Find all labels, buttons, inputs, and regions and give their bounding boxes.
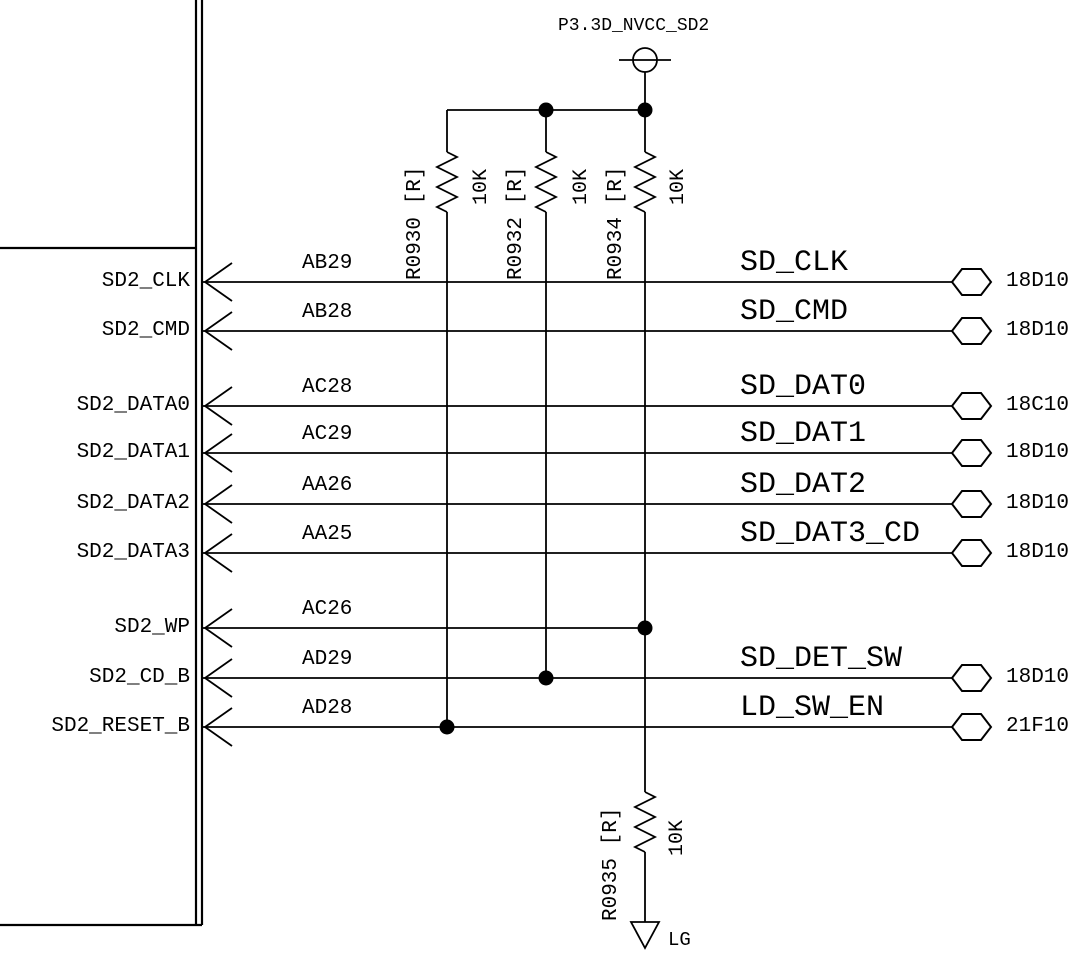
- off-page-connector-icon: [950, 490, 993, 518]
- resistor-label-r0930: R0930 [R]: [404, 166, 427, 280]
- pullup-columns: [446, 212, 646, 922]
- pin-number-aa26: AA26: [302, 474, 353, 497]
- net-name-sd-det-sw: SD_DET_SW: [740, 642, 903, 676]
- off-page-ref: 18D10: [1006, 319, 1070, 342]
- junction-dot: [439, 719, 455, 735]
- input-pin-arrows: [203, 262, 233, 747]
- input-pin-arrow-icon: [203, 311, 233, 351]
- input-pin-arrow-icon: [203, 262, 233, 302]
- input-pin-arrow-icon: [203, 484, 233, 524]
- off-page-connector-icon: [950, 439, 993, 467]
- input-pin-arrow-icon: [203, 433, 233, 473]
- signal-wires: [202, 281, 952, 728]
- pin-number-ad28: AD28: [302, 697, 353, 720]
- resistor-value-r0935: 10K: [666, 819, 689, 856]
- off-page-ref: 18C10: [1006, 394, 1070, 417]
- power-net-label: P3.3D_NVCC_SD2: [558, 16, 710, 36]
- resistor-r0932-symbol: [533, 151, 559, 213]
- pin-number-ab29: AB29: [302, 252, 353, 275]
- net-name-sd-clk: SD_CLK: [740, 246, 849, 280]
- type-code: [R]: [605, 166, 628, 205]
- off-page-ref: 18D10: [1006, 441, 1070, 464]
- ground-net-label: LG: [668, 929, 691, 951]
- type-code: [R]: [505, 166, 528, 205]
- pin-name-sd2-cd-b: SD2_CD_B: [89, 666, 190, 689]
- pin-name-sd2-clk: SD2_CLK: [101, 270, 190, 293]
- type-code: [R]: [600, 807, 623, 846]
- pin-number-ac26: AC26: [302, 598, 353, 621]
- resistor-value-r0932: 10K: [570, 168, 593, 205]
- pin-name-sd2-cmd: SD2_CMD: [101, 319, 190, 342]
- resistor-label-r0932: R0932 [R]: [505, 166, 528, 280]
- off-page-connector-icon: [950, 664, 993, 692]
- net-name-sd-dat0: SD_DAT0: [740, 370, 867, 404]
- resistor-r0934-symbol: [632, 151, 658, 213]
- power-tap-icon: [619, 47, 671, 110]
- off-page-ref: 18D10: [1006, 541, 1070, 564]
- ground-symbol: [629, 921, 661, 950]
- pin-name-sd2-reset-b: SD2_RESET_B: [51, 715, 190, 738]
- pin-number-ac28: AC28: [302, 376, 353, 399]
- junction-dot: [538, 670, 554, 686]
- junction-dots: [439, 102, 653, 735]
- off-page-ref: 18D10: [1006, 492, 1070, 515]
- junction-dot: [637, 102, 653, 118]
- off-page-connector-icon: [950, 713, 993, 741]
- net-name-sd-dat1: SD_DAT1: [740, 417, 867, 451]
- net-name-sd-dat2: SD_DAT2: [740, 468, 867, 502]
- off-page-ref: 18D10: [1006, 270, 1070, 293]
- resistor-value-r0934: 10K: [667, 168, 690, 205]
- input-pin-arrow-icon: [203, 658, 233, 698]
- input-pin-arrow-icon: [203, 707, 233, 747]
- pin-name-sd2-data2: SD2_DATA2: [76, 492, 190, 515]
- net-name-ld-sw-en: LD_SW_EN: [740, 691, 885, 725]
- off-page-connector-icon: [950, 268, 993, 296]
- off-page-connector-icon: [950, 539, 993, 567]
- refdes: R0934: [605, 216, 628, 280]
- input-pin-arrow-icon: [203, 386, 233, 426]
- pin-name-sd2-data3: SD2_DATA3: [76, 541, 190, 564]
- refdes: R0930: [404, 216, 427, 280]
- input-pin-arrow-icon: [203, 533, 233, 573]
- pin-number-ab28: AB28: [302, 301, 353, 324]
- resistor-r0935-symbol: [632, 791, 658, 853]
- net-name-sd-dat3-cd: SD_DAT3_CD: [740, 517, 921, 551]
- pin-number-aa25: AA25: [302, 523, 353, 546]
- pin-name-sd2-wp: SD2_WP: [114, 616, 190, 639]
- pin-number-ac29: AC29: [302, 423, 353, 446]
- off-page-connector-icon: [950, 317, 993, 345]
- refdes: R0932: [505, 216, 528, 280]
- resistor-value-r0930: 10K: [470, 168, 493, 205]
- junction-dot: [538, 102, 554, 118]
- resistor-label-r0935: R0935 [R]: [600, 807, 623, 921]
- net-name-sd-cmd: SD_CMD: [740, 295, 849, 329]
- junction-dot: [637, 620, 653, 636]
- off-page-ref: 18D10: [1006, 666, 1070, 689]
- pin-name-sd2-data1: SD2_DATA1: [76, 441, 190, 464]
- type-code: [R]: [404, 166, 427, 205]
- off-page-ref: 21F10: [1006, 715, 1070, 738]
- off-page-connectors: [950, 268, 993, 741]
- resistor-label-r0934: R0934 [R]: [605, 166, 628, 280]
- resistor-r0930-symbol: [434, 151, 460, 213]
- ic-outline: [0, 0, 204, 927]
- pin-name-sd2-data0: SD2_DATA0: [76, 394, 190, 417]
- pin-number-ad29: AD29: [302, 648, 353, 671]
- input-pin-arrow-icon: [203, 608, 233, 648]
- refdes: R0935: [600, 857, 623, 921]
- off-page-connector-icon: [950, 392, 993, 420]
